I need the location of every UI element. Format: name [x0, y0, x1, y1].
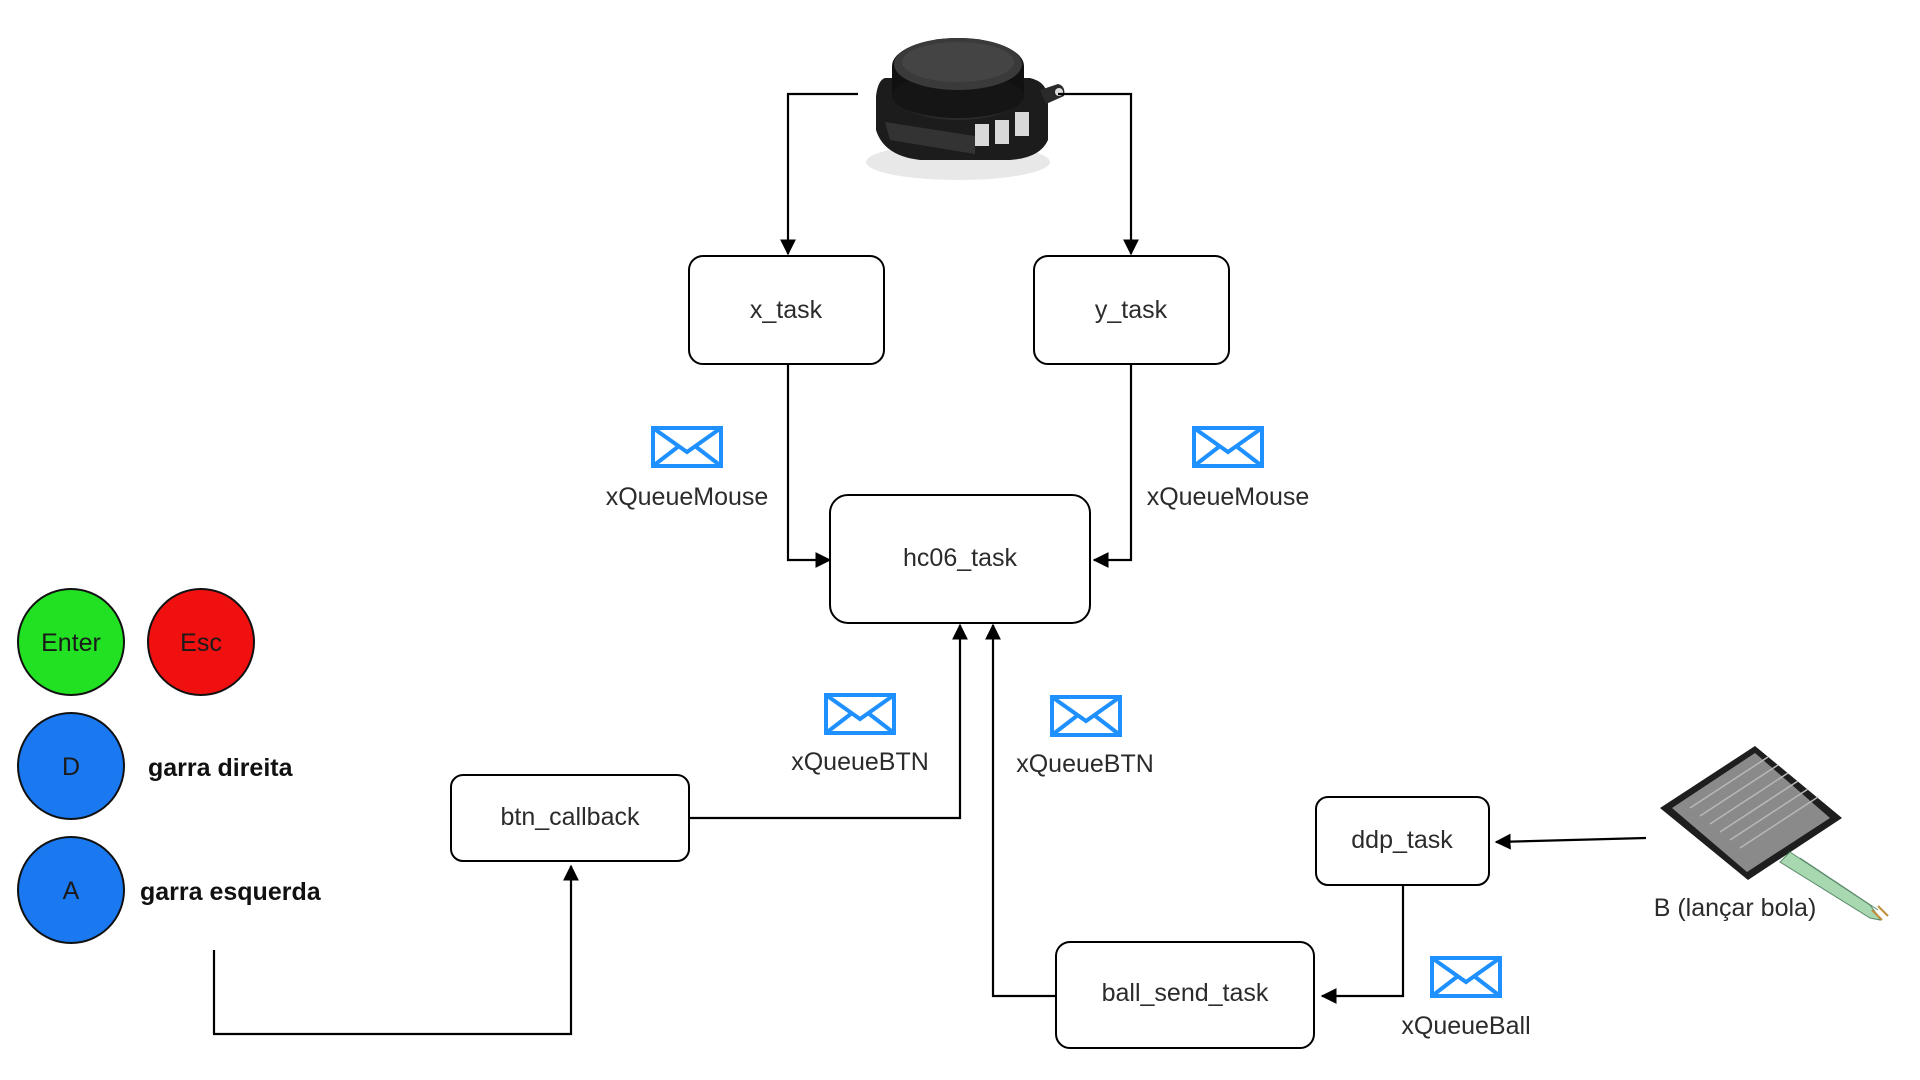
d-button-legend: D: [17, 712, 125, 820]
a-button-description: garra esquerda: [140, 878, 322, 906]
enter-button-legend: Enter: [17, 588, 125, 696]
queue-label-btn-left: xQueueBTN: [791, 748, 929, 776]
queue-label-mouse-left: xQueueMouse: [606, 483, 769, 511]
task-x-task: x_task: [688, 255, 885, 365]
d-key-label: D: [62, 753, 80, 781]
task-y-task: y_task: [1033, 255, 1230, 365]
task-label: btn_callback: [501, 803, 640, 831]
edges: [212, 92, 1647, 1036]
envelope-icon: [651, 426, 723, 468]
edge-sensor-ddp: [1494, 833, 1647, 850]
envelope-icon: [1430, 956, 1502, 998]
task-label: ddp_task: [1351, 826, 1453, 854]
queue-label-ball: xQueueBall: [1401, 1012, 1530, 1040]
esc-circle: [147, 588, 255, 696]
edge-btn-callback-hc06: [690, 623, 968, 820]
task-hc06-task: hc06_task: [829, 494, 1091, 624]
task-ddp-task: ddp_task: [1315, 796, 1490, 886]
queue-label-mouse-right: xQueueMouse: [1147, 483, 1310, 511]
sensor-label: B (lançar bola): [1654, 894, 1817, 922]
esc-button-legend: Esc: [147, 588, 255, 696]
enter-key-label: Enter: [41, 629, 101, 657]
a-button-legend: A: [17, 836, 125, 944]
task-label: x_task: [750, 296, 823, 324]
envelope-icon: [1050, 695, 1122, 737]
d-button-description: garra direita: [148, 754, 294, 782]
edge-joystick-x-task: [780, 92, 858, 256]
task-btn-callback: btn_callback: [450, 774, 690, 862]
edge-ball-send-hc06: [985, 623, 1058, 998]
queue-label-btn-right: xQueueBTN: [1016, 750, 1154, 778]
task-label: ball_send_task: [1102, 979, 1269, 1007]
joystick-icon: [866, 38, 1065, 180]
enter-circle: [17, 588, 125, 696]
edge-buttons-btn-callback: [212, 864, 579, 1036]
a-circle: [17, 836, 125, 944]
edge-x-task-hc06: [786, 364, 832, 568]
edge-joystick-y-task: [1058, 92, 1139, 256]
a-key-label: A: [63, 877, 80, 905]
d-circle: [17, 712, 125, 820]
esc-key-label: Esc: [180, 629, 222, 657]
envelope-icon: [1192, 426, 1264, 468]
task-label: y_task: [1095, 296, 1168, 324]
edge-ddp-ball-send: [1320, 886, 1405, 1004]
task-ball-send-task: ball_send_task: [1055, 941, 1315, 1049]
force-sensor-icon: [1660, 746, 1889, 921]
edge-y-task-hc06: [1092, 364, 1133, 568]
envelope-icon: [824, 693, 896, 735]
task-label: hc06_task: [903, 544, 1017, 572]
